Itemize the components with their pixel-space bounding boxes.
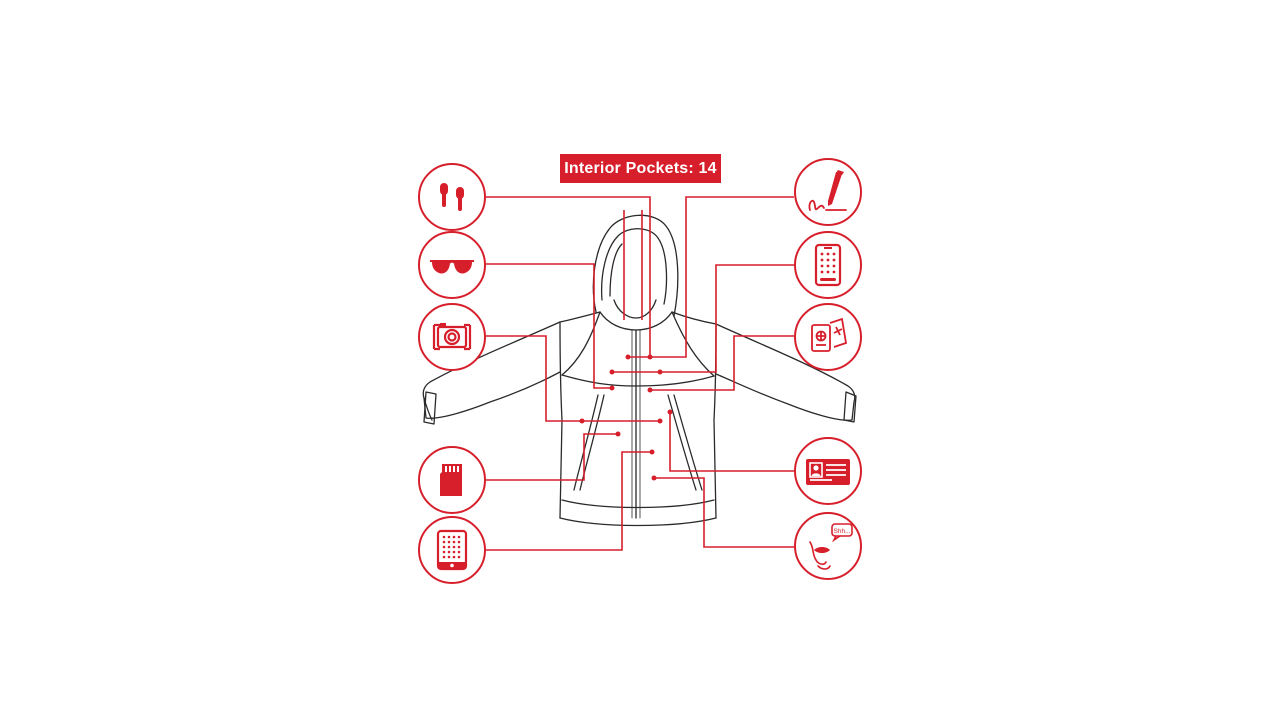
sd-card-icon — [418, 446, 486, 514]
tablet-icon — [418, 516, 486, 584]
sunglasses-icon — [418, 231, 486, 299]
lipstick-icon: Shh... — [794, 512, 862, 580]
camera-icon — [418, 303, 486, 371]
passport-icon — [794, 303, 862, 371]
earbuds-icon — [418, 163, 486, 231]
pen-icon — [794, 158, 862, 226]
lipstick-bubble-text: Shh... — [834, 528, 851, 535]
interior-pockets-title: Interior Pockets: 14 — [560, 154, 721, 183]
id-card-icon — [794, 437, 862, 505]
smartphone-icon — [794, 231, 862, 299]
